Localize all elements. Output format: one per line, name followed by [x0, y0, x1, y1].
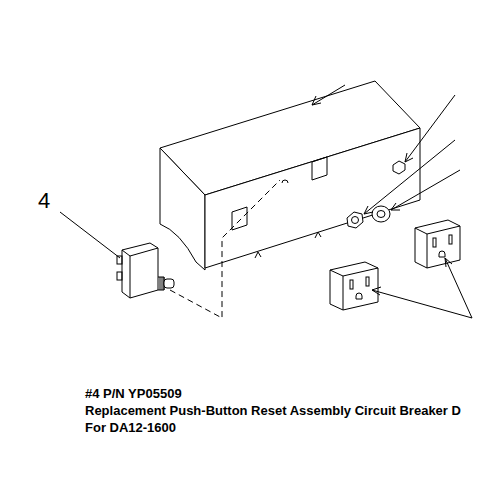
washer	[372, 206, 390, 222]
receptacle	[330, 262, 378, 310]
washer-hole	[377, 211, 385, 218]
receptacle-slot	[449, 235, 452, 244]
arrow-head	[405, 153, 413, 162]
arrow-head	[391, 203, 400, 210]
part-number: #4 P/N YP05509	[85, 386, 182, 402]
receptacle	[415, 220, 460, 268]
small-nut	[393, 161, 405, 174]
housing-side	[160, 148, 205, 270]
part-application: For DA12-1600	[85, 420, 176, 436]
leader-line	[391, 170, 460, 210]
assembly-line	[170, 180, 280, 318]
housing-notch	[315, 232, 321, 238]
breaker-terminal	[117, 272, 122, 280]
housing-front	[205, 128, 420, 268]
arrow-head	[312, 96, 321, 105]
circuit-breaker	[122, 243, 158, 298]
receptacle-slot	[350, 280, 353, 289]
reset-threads	[158, 277, 164, 290]
receptacle-edge	[415, 228, 427, 234]
housing-hole	[282, 180, 288, 183]
leader-line	[364, 140, 455, 214]
housing-window	[232, 207, 247, 230]
reset-button	[164, 279, 174, 288]
receptacle-slot	[433, 238, 436, 247]
hex-nut-hole	[352, 217, 359, 224]
receptacle-edge	[330, 270, 343, 276]
leader-line	[445, 258, 472, 318]
receptacle-edge	[427, 234, 428, 268]
housing-notch	[255, 252, 261, 258]
arrow-head	[372, 287, 381, 295]
receptacle-slot	[366, 277, 369, 286]
hex-nut	[347, 212, 363, 228]
breaker-edge	[122, 250, 130, 256]
receptacle-edge	[427, 226, 460, 234]
leader-line	[405, 95, 455, 162]
leader-line	[60, 212, 120, 258]
arrow-head	[364, 206, 373, 214]
leader-line	[312, 85, 345, 105]
callout-number: 4	[38, 188, 50, 214]
receptacle-edge	[343, 268, 378, 276]
receptacle-ground	[356, 293, 362, 299]
receptacle-edge	[343, 276, 344, 310]
receptacle-ground	[439, 251, 445, 257]
housing-window	[312, 157, 327, 180]
leader-line	[372, 290, 472, 318]
reset-threads	[160, 277, 164, 290]
breaker-edge	[130, 256, 131, 298]
part-description: Replacement Push-Button Reset Assembly C…	[85, 403, 461, 419]
arrow-head	[445, 258, 452, 267]
breaker-edge	[130, 248, 158, 256]
